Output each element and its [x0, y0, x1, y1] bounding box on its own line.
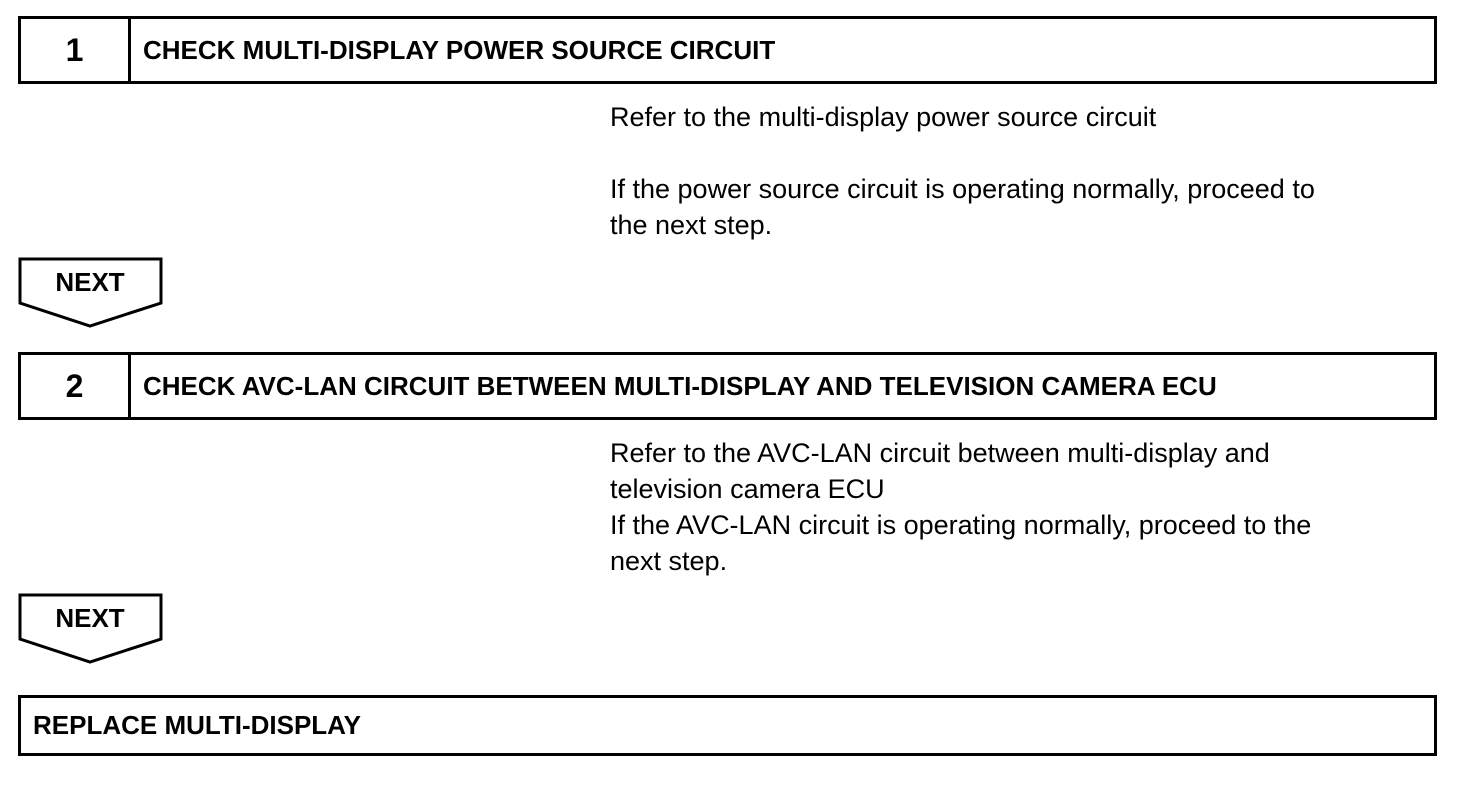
step-title: CHECK AVC-LAN CIRCUIT BETWEEN MULTI-DISP… [143, 370, 1217, 401]
down-arrow-icon [18, 257, 163, 328]
description-line: Refer to the multi-display power source … [610, 102, 1157, 132]
description-line: next step. [610, 546, 728, 576]
down-arrow-icon [18, 593, 163, 664]
next-label: NEXT [55, 267, 125, 297]
description-line: Refer to the AVC-LAN circuit between mul… [610, 438, 1270, 468]
step-number: 1 [21, 19, 131, 81]
description-line: If the power source circuit is operating… [610, 174, 1315, 204]
description-line: television camera ECU [610, 474, 885, 504]
description-line: If the AVC-LAN circuit is operating norm… [610, 510, 1312, 540]
step-number: 2 [21, 355, 131, 417]
next-label: NEXT [55, 603, 125, 633]
step-1-description: Refer to the multi-display power source … [610, 99, 1420, 243]
step-2-header: 2 CHECK AVC-LAN CIRCUIT BETWEEN MULTI-DI… [18, 352, 1437, 420]
next-arrow-2: NEXT [18, 593, 164, 665]
step-1-header: 1 CHECK MULTI-DISPLAY POWER SOURCE CIRCU… [18, 16, 1437, 84]
final-action-box: REPLACE MULTI-DISPLAY [18, 695, 1437, 756]
final-action-label: REPLACE MULTI-DISPLAY [33, 710, 361, 740]
description-line: the next step. [610, 210, 773, 240]
next-arrow-1: NEXT [18, 257, 164, 329]
step-2-description: Refer to the AVC-LAN circuit between mul… [610, 435, 1420, 579]
step-title: CHECK MULTI-DISPLAY POWER SOURCE CIRCUIT [143, 34, 776, 65]
